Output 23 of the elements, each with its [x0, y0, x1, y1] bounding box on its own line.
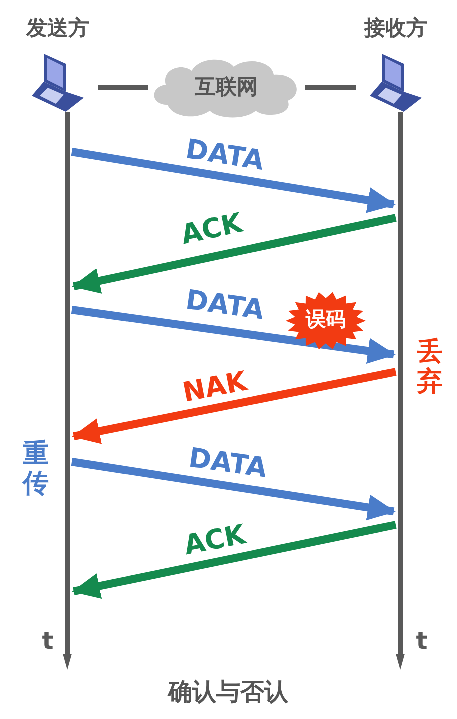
- node-label: 互联网: [194, 74, 259, 101]
- edge-label: DATA: [183, 284, 267, 328]
- edge-label: NAK: [179, 365, 251, 411]
- message-arrow: [72, 368, 397, 444]
- edge-label: ACK: [178, 206, 246, 254]
- edge-label: DATA: [186, 442, 270, 486]
- side-note: 重传: [21, 440, 50, 500]
- axis-label: t: [41, 628, 55, 656]
- message-arrow: [71, 306, 396, 364]
- node-label: 接收方: [363, 15, 428, 42]
- node-label: 发送方: [25, 15, 90, 42]
- link-line: [305, 86, 356, 90]
- side-note: 丢弃: [416, 338, 444, 398]
- edge-label: ACK: [180, 518, 250, 564]
- edge-label: DATA: [182, 133, 268, 179]
- message-arrow: [71, 148, 396, 214]
- axis-label: t: [415, 628, 429, 656]
- message-arrow: [72, 521, 397, 600]
- caption: 确认与否认: [166, 677, 290, 708]
- node-label: 误码: [304, 306, 347, 333]
- message-arrow: [71, 458, 396, 521]
- link-line: [98, 86, 148, 90]
- message-arrow: [72, 214, 397, 294]
